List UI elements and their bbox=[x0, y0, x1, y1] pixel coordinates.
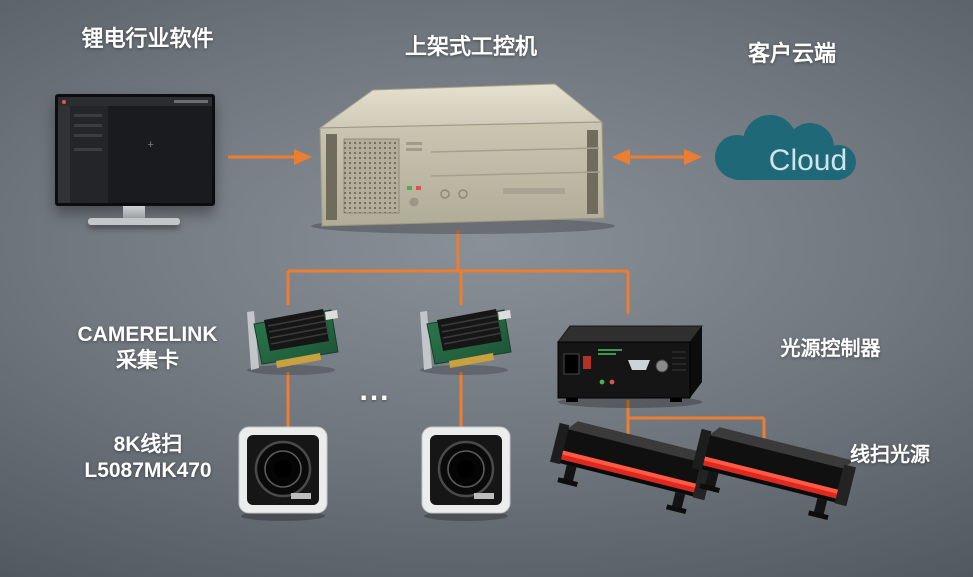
light-body bbox=[704, 434, 844, 490]
camera-label-plate bbox=[474, 493, 494, 499]
ipc-power-button bbox=[409, 197, 419, 207]
menu-text-strip bbox=[174, 100, 208, 103]
monitor-stand-base bbox=[88, 218, 180, 225]
card-heatsink bbox=[437, 309, 502, 351]
ipc-bay-seam bbox=[430, 147, 600, 153]
light-red-highlight bbox=[703, 456, 839, 494]
light-red-highlight bbox=[561, 450, 697, 488]
ipc-grille-slot bbox=[406, 142, 422, 145]
ipc-keylock bbox=[440, 189, 450, 199]
camera-graphic-1 bbox=[238, 426, 328, 521]
card-gold-edge bbox=[449, 353, 494, 368]
controller-round-port bbox=[655, 359, 669, 373]
line-light-graphic-1 bbox=[550, 421, 715, 515]
light-bottom-lip bbox=[701, 465, 836, 503]
label-ipc: 上架式工控机 bbox=[404, 34, 537, 59]
software-viewport: + bbox=[108, 106, 212, 203]
record-dot-icon bbox=[62, 100, 66, 104]
controller-power-inlet bbox=[563, 353, 580, 375]
label-camera: 8K线扫 L5087MK470 bbox=[58, 432, 238, 485]
arrowhead-right-to-cloud bbox=[684, 149, 702, 165]
monitor-stand-neck bbox=[123, 206, 145, 219]
light-foot-base bbox=[557, 477, 578, 487]
light-end-cap bbox=[692, 428, 712, 471]
controller-front-face bbox=[557, 341, 691, 399]
card-bracket bbox=[247, 311, 259, 370]
ipc-top-face bbox=[318, 83, 604, 129]
light-end-cap bbox=[550, 422, 570, 465]
card-bracket bbox=[420, 311, 432, 370]
light-top-face bbox=[567, 421, 712, 463]
ipc-drive-slot bbox=[503, 188, 565, 194]
label-camera-line2: L5087MK470 bbox=[84, 459, 212, 483]
ipc-vent-holes bbox=[344, 139, 399, 213]
software-toolbar bbox=[58, 106, 70, 203]
label-software: 锂电行业软件 bbox=[81, 26, 214, 51]
connector-ipc-to-devices bbox=[286, 230, 630, 314]
label-cloud: 客户云端 bbox=[747, 41, 836, 66]
arrowhead-right-to-ipc bbox=[294, 149, 312, 165]
crosshair-icon: + bbox=[147, 138, 154, 151]
card-connector bbox=[498, 310, 511, 320]
connector-controller-to-lights bbox=[626, 400, 766, 440]
label-capture-line1: CAMERELINK bbox=[77, 323, 218, 346]
controller-foot bbox=[670, 398, 682, 402]
light-mount-foot bbox=[563, 464, 577, 482]
camera-lens-center bbox=[274, 460, 292, 478]
ipc-hdd-led bbox=[416, 186, 421, 190]
light-foot-base bbox=[808, 510, 829, 521]
controller-power-switch bbox=[583, 356, 591, 369]
camera-label-plate bbox=[291, 493, 311, 499]
camera-graphic-2 bbox=[421, 426, 511, 521]
light-body bbox=[562, 428, 702, 484]
controller-side-face bbox=[690, 326, 702, 398]
light-controller-graphic bbox=[557, 325, 703, 408]
software-titlebar bbox=[58, 97, 212, 106]
cloud-text: Cloud bbox=[769, 144, 847, 177]
ipc-bay-seam bbox=[430, 171, 601, 177]
software-monitor-graphic: + bbox=[55, 94, 215, 226]
light-mount-foot bbox=[671, 491, 686, 509]
ipc-left-handle bbox=[326, 134, 337, 220]
ipc-graphic bbox=[311, 83, 615, 234]
light-mount-foot bbox=[813, 497, 828, 515]
label-capture-card: CAMERELINK 采集卡 bbox=[55, 322, 240, 375]
camera-lens-center bbox=[457, 460, 475, 478]
light-mount-foot bbox=[705, 470, 719, 488]
light-end-cap bbox=[834, 464, 857, 507]
label-camera-line1: 8K线扫 bbox=[113, 433, 183, 456]
card-gold-edge bbox=[276, 353, 321, 368]
ellipsis-more-devices: ... bbox=[359, 374, 391, 407]
light-top-face bbox=[709, 427, 854, 469]
label-capture-line2: 采集卡 bbox=[116, 349, 179, 373]
light-foot-base bbox=[699, 483, 720, 493]
capture-card-graphic-2 bbox=[420, 309, 512, 375]
cloud-icon: Cloud bbox=[715, 115, 856, 180]
arrowhead-left-to-ipc bbox=[612, 149, 630, 165]
label-light-controller: 光源控制器 bbox=[780, 338, 881, 360]
capture-card-graphic-1 bbox=[247, 309, 339, 375]
card-connector bbox=[325, 310, 338, 320]
line-light-graphic-2 bbox=[692, 427, 857, 521]
software-side-panel bbox=[70, 106, 108, 203]
controller-foot bbox=[566, 398, 578, 402]
light-foot-base bbox=[666, 504, 687, 515]
card-heatsink bbox=[264, 309, 329, 351]
ipc-grille-slot bbox=[406, 148, 422, 151]
monitor-screen: + bbox=[55, 94, 215, 206]
label-line-light: 线扫光源 bbox=[850, 444, 930, 466]
ipc-keylock bbox=[458, 189, 468, 199]
controller-db9-port bbox=[628, 360, 650, 370]
connector-cards-to-cameras bbox=[286, 372, 463, 430]
controller-error-led bbox=[609, 379, 615, 385]
controller-top-face bbox=[557, 325, 703, 343]
controller-status-led bbox=[599, 379, 605, 385]
ipc-power-led bbox=[407, 186, 412, 190]
light-bottom-lip bbox=[559, 459, 694, 497]
